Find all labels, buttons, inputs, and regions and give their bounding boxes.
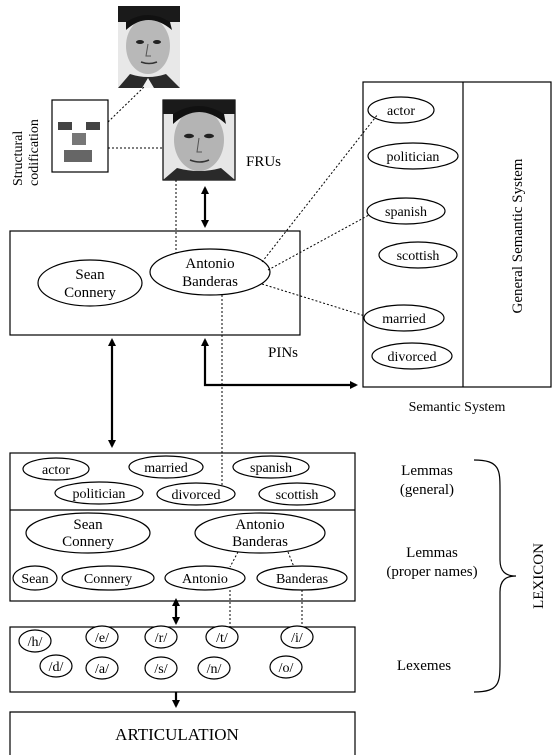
- face-photo-fru: [162, 99, 236, 181]
- pins-box: [9, 230, 301, 336]
- pin-antonio-banderas-line1: Antonio: [185, 256, 234, 272]
- lemma-divorced[interactable]: divorced: [156, 482, 236, 506]
- lemma-part-connery-label: Connery: [84, 572, 132, 587]
- lemmas-proper-label-2: (proper names): [386, 564, 477, 580]
- pin-antonio-banderas-line2: Banderas: [182, 274, 238, 290]
- lexemes-box: [9, 626, 356, 693]
- structural-codification-label: Structural codification: [11, 119, 42, 186]
- lemma-divorced-label: divorced: [172, 488, 221, 503]
- lexeme-d-label: /d/: [49, 660, 64, 675]
- lemmas-box: [9, 452, 356, 602]
- pins-label: PINs: [268, 345, 298, 361]
- pin-sean-connery[interactable]: Sean Connery: [37, 259, 143, 307]
- lexeme-a[interactable]: /a/: [85, 656, 119, 680]
- semantic-actor-label: actor: [387, 104, 415, 119]
- pin-married-link: [261, 283, 366, 317]
- lexeme-i-label: /i/: [291, 631, 303, 646]
- lemma-banderas-link: [287, 551, 295, 568]
- semantic-system-label: Semantic System: [409, 400, 506, 415]
- semantic-scottish[interactable]: scottish: [378, 241, 458, 269]
- lexemes-label: Lexemes: [397, 658, 451, 674]
- general-semantic-system-label: General Semantic System: [510, 158, 526, 313]
- lemma-part-sean[interactable]: Sean: [12, 565, 58, 591]
- lemmas-general-label-2: (general): [400, 482, 454, 498]
- pin-semantic-arrow: [201, 338, 358, 389]
- lemma-sean-connery-line2: Connery: [62, 534, 114, 550]
- lexicon-label: LEXICON: [531, 543, 547, 609]
- semantic-spanish[interactable]: spanish: [366, 197, 446, 225]
- lexeme-t[interactable]: /t/: [205, 625, 239, 649]
- face-photo-top: [118, 6, 180, 88]
- lexeme-n-label: /n/: [207, 662, 222, 677]
- semantic-divorced-label: divorced: [388, 350, 437, 365]
- lemma-spanish-label: spanish: [250, 461, 292, 476]
- lemma-part-antonio-label: Antonio: [182, 572, 228, 587]
- lexeme-s-label: /s/: [154, 662, 167, 677]
- lexeme-o[interactable]: /o/: [269, 655, 303, 679]
- structural-codification-box: [51, 99, 109, 173]
- lexeme-n[interactable]: /n/: [197, 656, 231, 680]
- lemma-part-banderas-label: Banderas: [276, 572, 328, 587]
- lemma-antonio-banderas-line1: Antonio: [235, 517, 284, 533]
- lexeme-i[interactable]: /i/: [280, 625, 314, 649]
- semantic-actor[interactable]: actor: [367, 96, 435, 124]
- lemma-part-sean-label: Sean: [21, 572, 48, 587]
- pin-spanish-link: [267, 214, 370, 271]
- lemma-married[interactable]: married: [128, 455, 204, 479]
- lexeme-r[interactable]: /r/: [144, 625, 178, 649]
- lemmas-general-label-1: Lemmas: [401, 463, 453, 479]
- lexeme-t-label: /t/: [216, 631, 228, 646]
- lemma-part-connery[interactable]: Connery: [61, 565, 155, 591]
- lexeme-h[interactable]: /h/: [18, 629, 52, 653]
- lemma-antonio-link: [229, 551, 239, 568]
- semantic-divorced[interactable]: divorced: [371, 342, 453, 370]
- lemma-part-banderas[interactable]: Banderas: [256, 565, 348, 591]
- lexeme-e[interactable]: /e/: [85, 625, 119, 649]
- lemma-spanish[interactable]: spanish: [232, 455, 310, 479]
- frus-label: FRUs: [246, 154, 281, 170]
- lemma-part-antonio[interactable]: Antonio: [164, 565, 246, 591]
- articulation-label: ARTICULATION: [115, 725, 239, 744]
- semantic-system-box: [362, 81, 552, 388]
- semantic-politician[interactable]: politician: [367, 142, 459, 170]
- lemma-politician[interactable]: politician: [54, 481, 144, 505]
- semantic-scottish-label: scottish: [397, 249, 440, 264]
- lemma-politician-label: politician: [73, 487, 126, 502]
- lemma-married-label: married: [144, 461, 188, 476]
- lexeme-h-label: /h/: [28, 635, 43, 650]
- lexeme-o-label: /o/: [279, 661, 294, 676]
- lexeme-a-label: /a/: [95, 662, 109, 677]
- pin-actor-link: [261, 113, 379, 263]
- lemma-sean-connery[interactable]: Sean Connery: [25, 512, 151, 554]
- articulation-box: [9, 711, 356, 755]
- pin-sean-connery-line1: Sean: [75, 267, 105, 283]
- semantic-married[interactable]: married: [363, 304, 445, 332]
- lemma-actor-label: actor: [42, 463, 70, 478]
- lemma-sean-connery-line1: Sean: [73, 517, 103, 533]
- semantic-married-label: married: [382, 312, 426, 327]
- lemma-scottish-label: scottish: [276, 488, 319, 503]
- lexeme-e-label: /e/: [95, 631, 109, 646]
- lexeme-s[interactable]: /s/: [144, 656, 178, 680]
- lexeme-r-label: /r/: [155, 631, 168, 646]
- semantic-politician-label: politician: [387, 150, 440, 165]
- lexicon-brace: [473, 459, 517, 693]
- pin-antonio-banderas[interactable]: Antonio Banderas: [149, 248, 271, 296]
- lemma-scottish[interactable]: scottish: [258, 482, 336, 506]
- semantic-spanish-label: spanish: [385, 205, 427, 220]
- lemmas-proper-label-1: Lemmas: [406, 545, 458, 561]
- photo-to-structure-link: [107, 85, 146, 123]
- lemma-antonio-banderas[interactable]: Antonio Banderas: [194, 512, 326, 554]
- lexeme-d[interactable]: /d/: [39, 654, 73, 678]
- lemma-actor[interactable]: actor: [22, 457, 90, 481]
- pin-sean-connery-line2: Connery: [64, 285, 116, 301]
- lemma-antonio-banderas-line2: Banderas: [232, 534, 288, 550]
